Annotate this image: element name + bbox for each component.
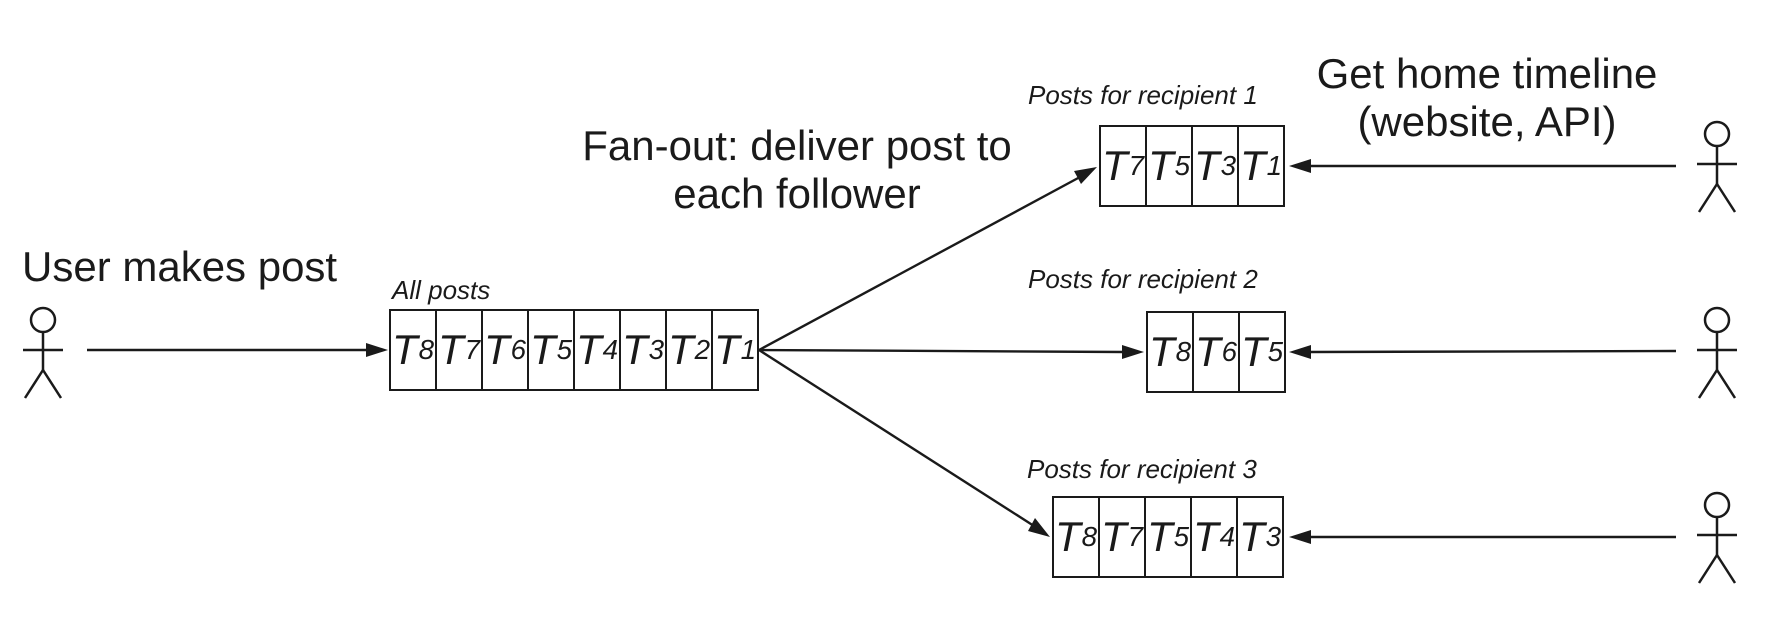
arrow-fanout-to-recipient-3 <box>758 348 1050 537</box>
arrow-reader-3-to-recipient-3 <box>1289 530 1676 544</box>
fan-out-label: Fan-out: deliver post to each follower <box>582 122 1012 218</box>
person-icon <box>21 306 65 400</box>
get-home-timeline-label: Get home timeline (website, API) <box>1317 50 1658 146</box>
person-icon <box>1695 306 1739 400</box>
arrowhead-icon <box>1289 345 1311 359</box>
fan-out-label-line1: Fan-out: deliver post to <box>582 122 1012 169</box>
fan-out-label-line2: each follower <box>673 170 921 217</box>
get-home-timeline-line1: Get home timeline <box>1316 50 1658 97</box>
person-icon <box>1695 491 1739 585</box>
queue-label-all-posts: All posts <box>392 275 491 305</box>
arrowhead-icon <box>366 343 388 357</box>
arrowhead-icon <box>1289 159 1311 173</box>
person-icon <box>1695 120 1739 214</box>
arrowhead-icon <box>1289 530 1311 544</box>
arrow-reader-1-to-recipient-1 <box>1289 159 1676 173</box>
arrow-user-to-all-posts <box>87 343 388 357</box>
queue-label-recipient-1: Posts for recipient 1 <box>1028 80 1258 110</box>
get-home-timeline-line2: (website, API) <box>1357 98 1617 145</box>
arrow-fanout-to-recipient-2 <box>758 345 1144 359</box>
arrowhead-icon <box>1028 518 1050 537</box>
arrow-reader-2-to-recipient-2 <box>1289 345 1677 359</box>
user-makes-post-label: User makes post <box>22 243 338 290</box>
arrowhead-icon <box>1074 167 1097 184</box>
arrow-fanout-to-recipient-1 <box>758 167 1097 352</box>
queue-label-recipient-3: Posts for recipient 3 <box>1027 454 1257 484</box>
queue-label-recipient-2: Posts for recipient 2 <box>1028 264 1258 294</box>
arrowhead-icon <box>1122 345 1144 359</box>
